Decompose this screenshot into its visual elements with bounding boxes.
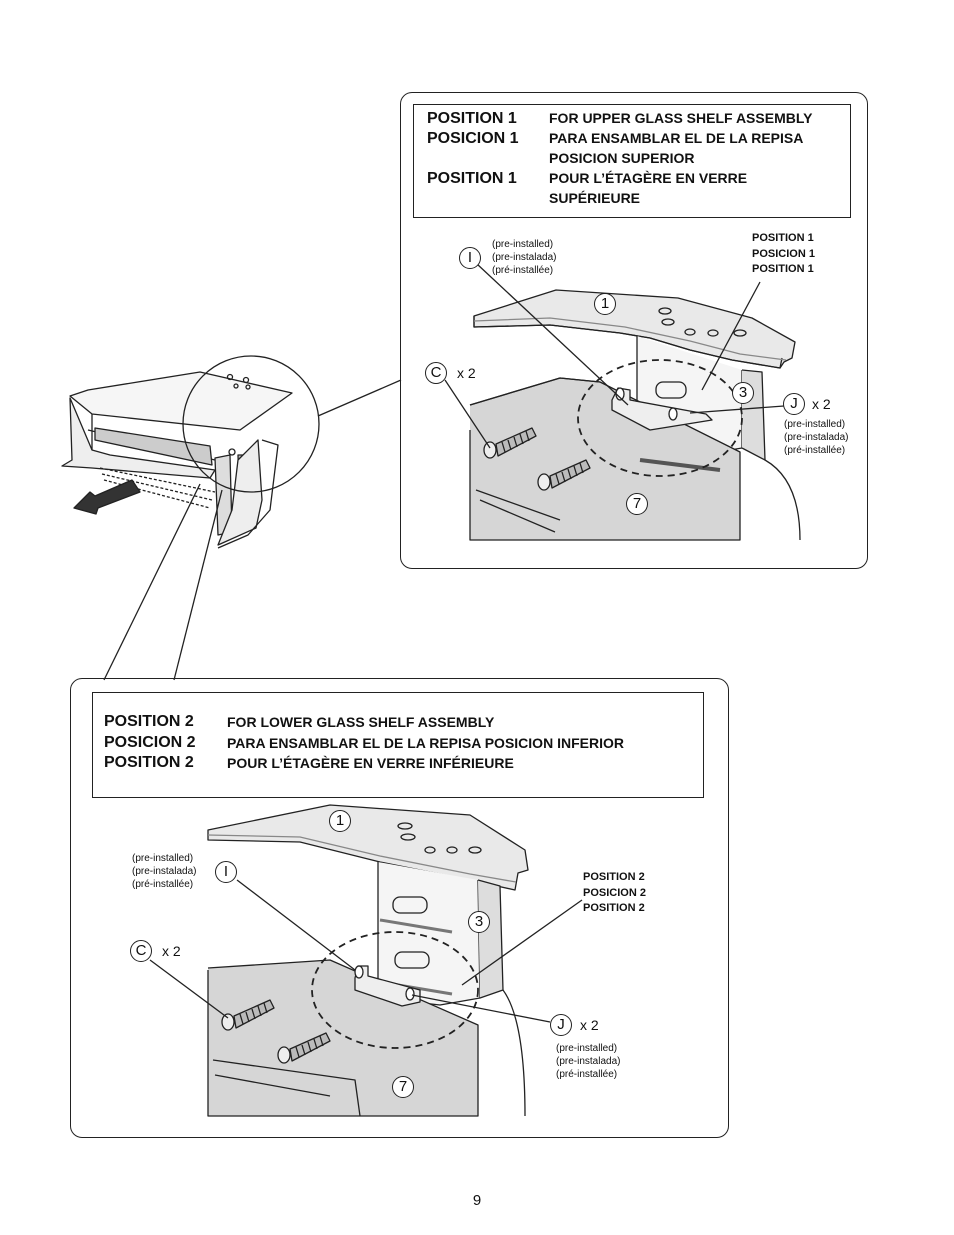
lower-heading-key-1: POSITION 2 [104,713,194,730]
lower-heading-key-3: POSITION 2 [104,754,194,771]
upper-callout-1: 1 [594,293,616,315]
connector-lower-right [173,489,223,681]
connector-lower-left [103,483,201,681]
upper-qty-j: x 2 [812,396,831,412]
upper-callout-j: J [783,393,805,415]
lower-bracket-drawing [149,804,583,1117]
lower-heading-value-3: POUR L’ÉTAGÈRE EN VERRE INFÉRIEURE [227,755,514,771]
lower-callout-c: C [130,940,152,962]
screw-c-lower-2 [277,1032,331,1064]
upper-heading-key-2: POSICION 1 [427,130,519,147]
upper-heading-key-4: POSITION 1 [427,170,517,187]
upper-heading-value-2: PARA ENSAMBLAR EL DE LA REPISA [549,130,804,146]
upper-callout-i: I [459,247,481,269]
upper-panel [400,92,868,569]
screw-c-upper-2 [537,459,591,491]
lower-panel [70,678,729,1138]
lower-qty-j: x 2 [580,1017,599,1033]
lower-callout-3: 3 [468,911,490,933]
upper-heading-key-1: POSITION 1 [427,110,517,127]
lower-callout-1: 1 [329,810,351,832]
lower-heading-value-1: FOR LOWER GLASS SHELF ASSEMBLY [227,714,495,730]
upper-qty-c: x 2 [457,365,476,381]
lower-position-note: POSITION 2 POSICION 2 POSITION 2 [583,871,646,914]
lower-callout-i: I [215,861,237,883]
lower-heading-key-2: POSICION 2 [104,734,196,751]
upper-position-note: POSITION 1 POSICION 1 POSITION 1 [752,232,815,275]
lower-heading-value-2: PARA ENSAMBLAR EL DE LA REPISA POSICION … [227,735,624,751]
upper-heading-box [413,104,851,218]
upper-heading-value-3: POSICION SUPERIOR [549,150,695,166]
lower-callout-7: 7 [392,1076,414,1098]
upper-heading-value-5: SUPÉRIEURE [549,190,641,206]
connector-upper [317,379,402,417]
lower-heading-box [92,692,704,798]
upper-heading-value-4: POUR L’ÉTAGÈRE EN VERRE [549,170,748,186]
upper-callout-7: 7 [626,493,648,515]
lower-preinstalled-j: (pre-installed) (pre-instalada) (pré-ins… [556,1043,621,1080]
upper-preinstalled-j: (pre-installed) (pre-instalada) (pré-ins… [784,419,849,456]
overview-drawing [61,355,320,549]
lower-preinstalled-i: (pre-installed) (pre-instalada) (pré-ins… [132,853,197,890]
screw-c-upper-1 [483,427,537,459]
lower-qty-c: x 2 [162,943,181,959]
upper-heading-value-1: FOR UPPER GLASS SHELF ASSEMBLY [549,110,813,126]
upper-callout-c: C [425,362,447,384]
upper-preinstalled-i: (pre-installed) (pre-instalada) (pré-ins… [492,239,557,276]
upper-callout-3: 3 [732,382,754,404]
screw-c-lower-1 [221,999,275,1031]
lower-callout-j: J [550,1014,572,1036]
page-number: 9 [472,1192,482,1209]
